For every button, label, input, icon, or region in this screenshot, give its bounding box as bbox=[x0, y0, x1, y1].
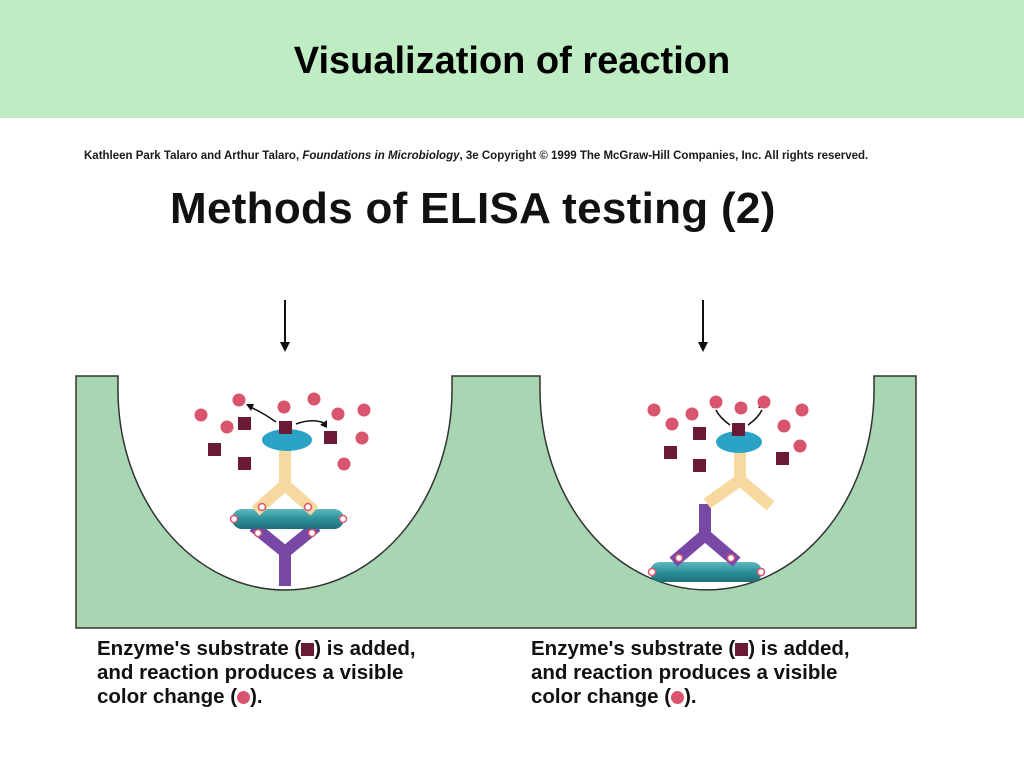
figure-credit: Kathleen Park Talaro and Arthur Talaro, … bbox=[84, 150, 984, 162]
substrate-symbol-icon bbox=[301, 643, 315, 656]
caption-line-2: and reaction produces a visible bbox=[531, 661, 838, 684]
left-well-contents bbox=[194, 392, 371, 586]
caption-text: ) is added, bbox=[748, 637, 850, 660]
capture-antibody bbox=[249, 521, 321, 586]
caption-text: ) is added, bbox=[314, 637, 416, 660]
product-molecules bbox=[647, 395, 809, 453]
caption-text: Enzyme's substrate ( bbox=[97, 637, 302, 660]
caption-line-2: and reaction produces a visible bbox=[97, 661, 404, 684]
caption-text: color change ( bbox=[97, 685, 238, 708]
enzyme bbox=[716, 431, 762, 453]
caption-line-3: color change (). bbox=[97, 685, 416, 709]
slide-title: Visualization of reaction bbox=[293, 40, 731, 82]
sample-antibody bbox=[669, 504, 741, 567]
substrate-symbol-icon bbox=[735, 643, 749, 656]
substrate-bound bbox=[279, 421, 292, 434]
product-symbol-icon bbox=[237, 691, 251, 704]
detection-antibody bbox=[251, 446, 319, 516]
title-banner bbox=[0, 0, 1024, 118]
substrate-molecules bbox=[664, 427, 789, 472]
product-molecules bbox=[194, 392, 371, 471]
substrate-bound bbox=[732, 423, 745, 436]
credit-copyright: , 3e Copyright © 1999 The McGraw-Hill Co… bbox=[459, 150, 869, 162]
product-symbol-icon bbox=[671, 691, 685, 704]
drop-arrow-right bbox=[698, 300, 708, 352]
microtiter-plate bbox=[75, 375, 917, 629]
enzyme bbox=[262, 429, 312, 451]
substrate-molecules bbox=[208, 417, 337, 470]
caption-text: ). bbox=[684, 685, 697, 708]
antigen bbox=[232, 509, 344, 529]
caption-right: Enzyme's substrate ( ) is added, and reac… bbox=[531, 637, 850, 709]
figure-title: Methods of ELISA testing (2) bbox=[170, 184, 776, 233]
caption-line-1: Enzyme's substrate ( ) is added, bbox=[531, 637, 850, 661]
right-well-contents bbox=[647, 395, 809, 582]
caption-left: Enzyme's substrate ( ) is added, and reac… bbox=[97, 637, 416, 709]
caption-line-1: Enzyme's substrate ( ) is added, bbox=[97, 637, 416, 661]
antigen bbox=[650, 562, 762, 582]
drop-arrow-left bbox=[280, 300, 290, 352]
credit-authors: Kathleen Park Talaro and Arthur Talaro, bbox=[84, 150, 303, 162]
caption-text: color change ( bbox=[531, 685, 672, 708]
caption-text: ). bbox=[250, 685, 263, 708]
caption-line-3: color change (). bbox=[531, 685, 850, 709]
credit-book-title: Foundations in Microbiology bbox=[302, 150, 460, 162]
detection-antibody bbox=[703, 449, 775, 511]
caption-text: Enzyme's substrate ( bbox=[531, 637, 736, 660]
